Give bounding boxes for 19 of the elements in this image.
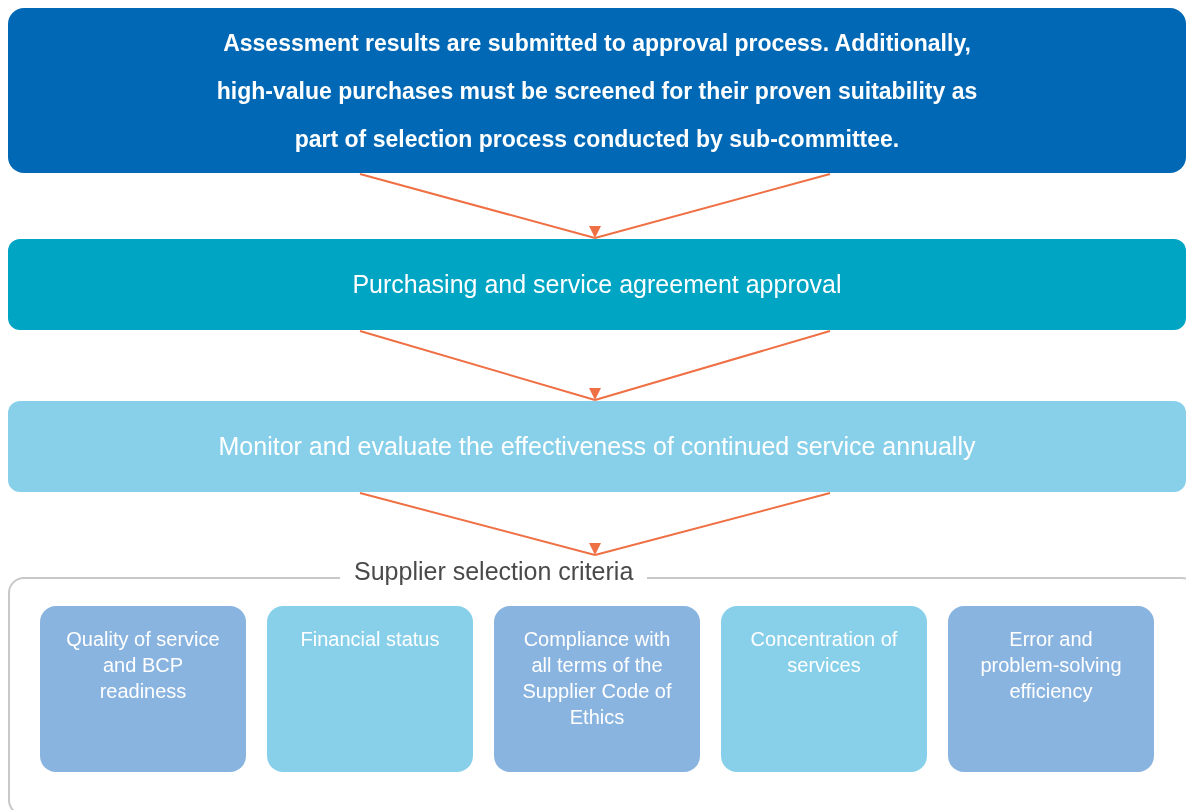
step-text: Purchasing and service agreement approval	[352, 268, 842, 300]
criterion-card	[267, 606, 473, 772]
chevron-arrow	[359, 173, 831, 239]
criterion-text: Financial status	[299, 627, 441, 652]
criterion-card	[721, 606, 927, 772]
criterion-card	[40, 606, 246, 772]
criterion-card	[494, 606, 700, 772]
chevron-arrow	[359, 492, 831, 556]
process-box	[8, 239, 1186, 330]
criterion-text: Quality of service and BCP readiness	[65, 627, 221, 704]
step-text: Monitor and evaluate the effectiveness of continued service annually	[218, 430, 976, 462]
criterion-text: Compliance with all terms of the Supplier Code of Ethics	[521, 627, 673, 730]
criterion-card	[948, 606, 1154, 772]
chevron-arrow	[359, 330, 831, 401]
process-box	[8, 401, 1186, 492]
criterion-text: Error and problem-solving efficiency	[979, 627, 1123, 704]
criterion-text: Concentration of services	[749, 627, 899, 678]
step-text: Assessment results are submitted to approval process. Additionally, high-value purchases must be screened for their proven suitability as part of selection process conducted by sub-committee.	[215, 28, 979, 154]
process-box	[8, 8, 1186, 173]
